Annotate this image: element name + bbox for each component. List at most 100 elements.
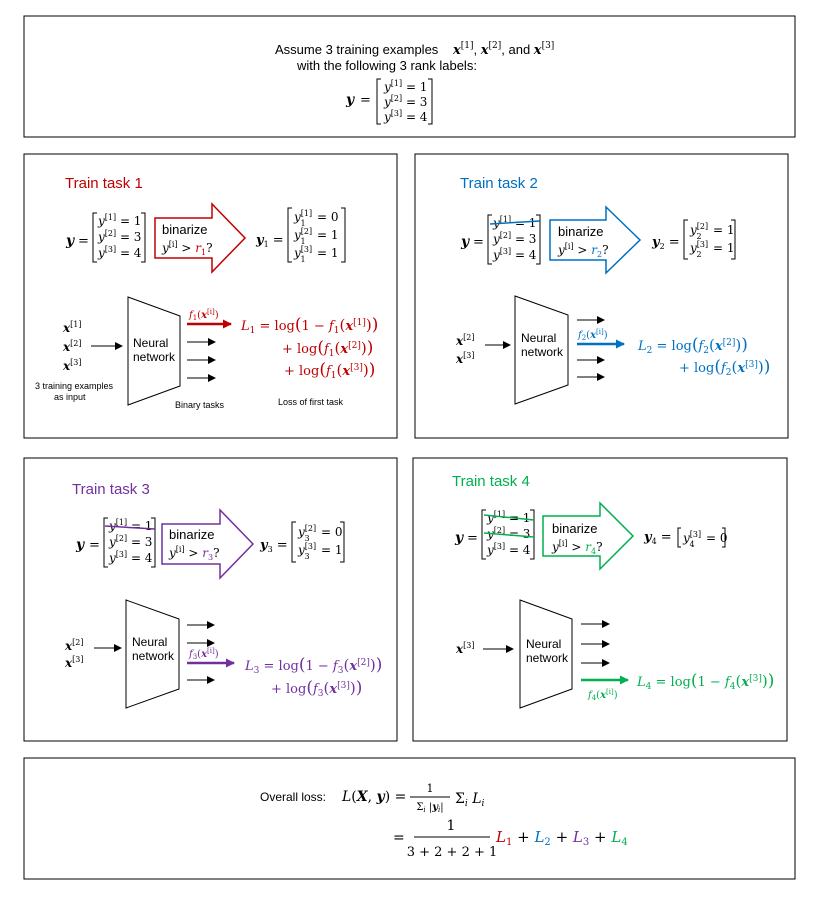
header-bracket-left: [376, 78, 381, 125]
task4-out-rows: y[3]4 = 0: [682, 530, 728, 549]
task2-panel: Train task 2 y = y[1] = 1y[2] = 3y[3] = …: [414, 153, 789, 439]
task1-out-label: y1 =: [255, 233, 284, 249]
task4-strikethrough-row1: [483, 514, 535, 521]
task4-binarize-label: binarize: [552, 521, 598, 536]
overall-label: Overall loss:: [260, 790, 326, 804]
task2-loss-line1: L2 = log(f2(x[2])): [637, 335, 748, 356]
task2-input-x2: x[2]: [455, 333, 475, 348]
task4-strikethrough-row2: [483, 532, 535, 538]
task4-y-bracket-right: [530, 509, 535, 560]
header-label-row-1: y[1] = 1: [383, 79, 427, 94]
task3-out-row-2: y[3]3 = 1: [297, 542, 343, 561]
task3-out-bracket-right: [340, 521, 345, 563]
task1-nn-label-1: Neural: [133, 336, 168, 350]
task3-loss-line1: L3 = log(1 − f3(x[2])): [244, 655, 382, 676]
task2-binarize-arrow: [549, 205, 642, 275]
task2-f-label: f2(x[i]): [577, 328, 608, 342]
task1-loss-line1: L1 = log(1 − f1(x[1])): [240, 315, 378, 336]
task4-f-label: f4(x[i]): [587, 688, 618, 702]
overall-eq2: =: [393, 830, 405, 846]
task3-y-row-1: y[1] = 1: [108, 518, 152, 533]
task4-y-eq: =: [467, 531, 478, 546]
task1-loss-line2: + log(f1(x[2])): [282, 338, 373, 359]
task3-out-label: y3 =: [259, 538, 288, 554]
task1-y-row-2: y[2] = 3: [97, 229, 141, 244]
task4-loss-line1: L4 = log(1 − f4(x[3])): [636, 671, 774, 692]
header-line1-text: Assume 3 training examples: [275, 42, 439, 57]
task2-loss-line2: + log(f2(x[3])): [679, 357, 770, 378]
task3-y-row-3: y[3] = 4: [108, 550, 153, 565]
overall-lhs: L(X, y) =: [341, 789, 406, 805]
task1-panel: Train task 1 y = y[1] = 1y[2] = 3y[3] = …: [23, 153, 398, 439]
task2-out-bracket-left: [683, 219, 688, 260]
task1-title: Train task 1: [65, 175, 143, 192]
overall-frac2-den: 3 + 2 + 2 + 1: [407, 845, 498, 860]
task1-f-label: f1(x[i]): [188, 308, 219, 322]
header-label-row-2: y[2] = 3: [383, 94, 427, 109]
task1-out-row-1: y[1]1 = 0: [293, 209, 339, 228]
task1-out-rows: y[1]1 = 0y[2]1 = 1y[3]1 = 1: [293, 209, 339, 264]
task3-neural-network: [125, 599, 180, 709]
task2-out-rows: y[2]2 = 1y[3]2 = 1: [689, 222, 735, 259]
task3-nn-label-2: network: [132, 649, 175, 663]
task1-y-label: y: [65, 233, 75, 249]
task4-neural-network: [519, 599, 573, 709]
overall-frac1-den: Σi |yi|: [416, 802, 443, 814]
overall-loss-panel: Overall loss: L(X, y) = 1 Σi |yi| Σi Li …: [23, 757, 796, 880]
task2-binarize-label: binarize: [558, 224, 604, 239]
task1-binarize-arrow: [154, 202, 247, 274]
task3-y-rows: y[1] = 1y[2] = 3y[3] = 4: [108, 518, 153, 565]
task2-title: Train task 2: [460, 175, 538, 192]
task3-out-bracket-left: [291, 521, 296, 563]
task4-out-row-1: y[3]4 = 0: [682, 530, 728, 549]
task2-y-eq: =: [473, 235, 484, 250]
task1-condition: y[i] > r1?: [161, 240, 213, 257]
task4-nn-label-1: Neural: [526, 637, 561, 651]
task4-title: Train task 4: [452, 473, 530, 490]
task3-strikethrough-row1: [104, 525, 156, 530]
task1-caption-loss: Loss of first task: [278, 397, 344, 407]
task1-y-eq: =: [78, 234, 89, 249]
task4-condition: y[i] > r4?: [551, 539, 603, 556]
task1-loss-line3: + log(f1(x[3])): [284, 360, 375, 381]
task1-y-bracket-right: [141, 212, 146, 263]
task4-y-label: y: [454, 530, 464, 546]
task2-y-label: y: [460, 234, 470, 250]
task2-out-row-1: y[2]2 = 1: [689, 222, 735, 241]
task1-input-x1: x[1]: [62, 320, 82, 335]
task1-input-x2: x[2]: [62, 339, 82, 354]
task1-out-row-3: y[3]1 = 1: [293, 245, 339, 264]
task3-out-row-1: y[2]3 = 0: [297, 524, 343, 543]
header-line2-text: with the following 3 rank labels:: [296, 58, 477, 73]
task3-nn-label-1: Neural: [132, 635, 167, 649]
task3-title: Train task 3: [72, 481, 150, 498]
task1-caption-input-1: 3 training examples: [35, 381, 114, 391]
task4-input-x3: x[3]: [455, 641, 475, 656]
task1-out-bracket-left: [287, 207, 292, 263]
task4-out-label: y4 =: [643, 530, 672, 546]
task2-out-label: y2 =: [651, 235, 680, 251]
task3-y-eq: =: [89, 538, 100, 553]
task1-y-row-3: y[3] = 4: [97, 245, 142, 260]
task2-neural-network: [514, 295, 569, 405]
task1-caption-tasks: Binary tasks: [175, 400, 225, 410]
task2-y-bracket-right: [536, 214, 541, 265]
task2-out-bracket-right: [731, 219, 736, 260]
task3-panel: Train task 3 y = y[1] = 1y[2] = 3y[3] = …: [23, 457, 398, 742]
overall-sum: Σi Li: [455, 791, 485, 809]
task3-y-bracket-right: [151, 517, 156, 568]
task3-y-label: y: [75, 537, 85, 553]
task2-nn-label-2: network: [521, 345, 564, 359]
task2-strikethrough-row1: [489, 220, 541, 225]
task1-y-row-1: y[1] = 1: [97, 213, 141, 228]
task3-out-rows: y[2]3 = 0y[3]3 = 1: [297, 524, 343, 561]
overall-frac1-num: 1: [427, 782, 434, 795]
task3-y-row-2: y[2] = 3: [108, 534, 152, 549]
header-panel: Assume 3 training examples x[1], x[2], a…: [23, 15, 796, 138]
task3-input-x2: x[2]: [64, 638, 84, 653]
task4-binarize-arrow: [542, 501, 635, 571]
task1-y-rows: y[1] = 1y[2] = 3y[3] = 4: [97, 213, 142, 260]
header-label-rows: y[1] = 1y[2] = 3y[3] = 4: [383, 79, 428, 124]
task4-y-row-3: y[3] = 4: [486, 542, 531, 557]
